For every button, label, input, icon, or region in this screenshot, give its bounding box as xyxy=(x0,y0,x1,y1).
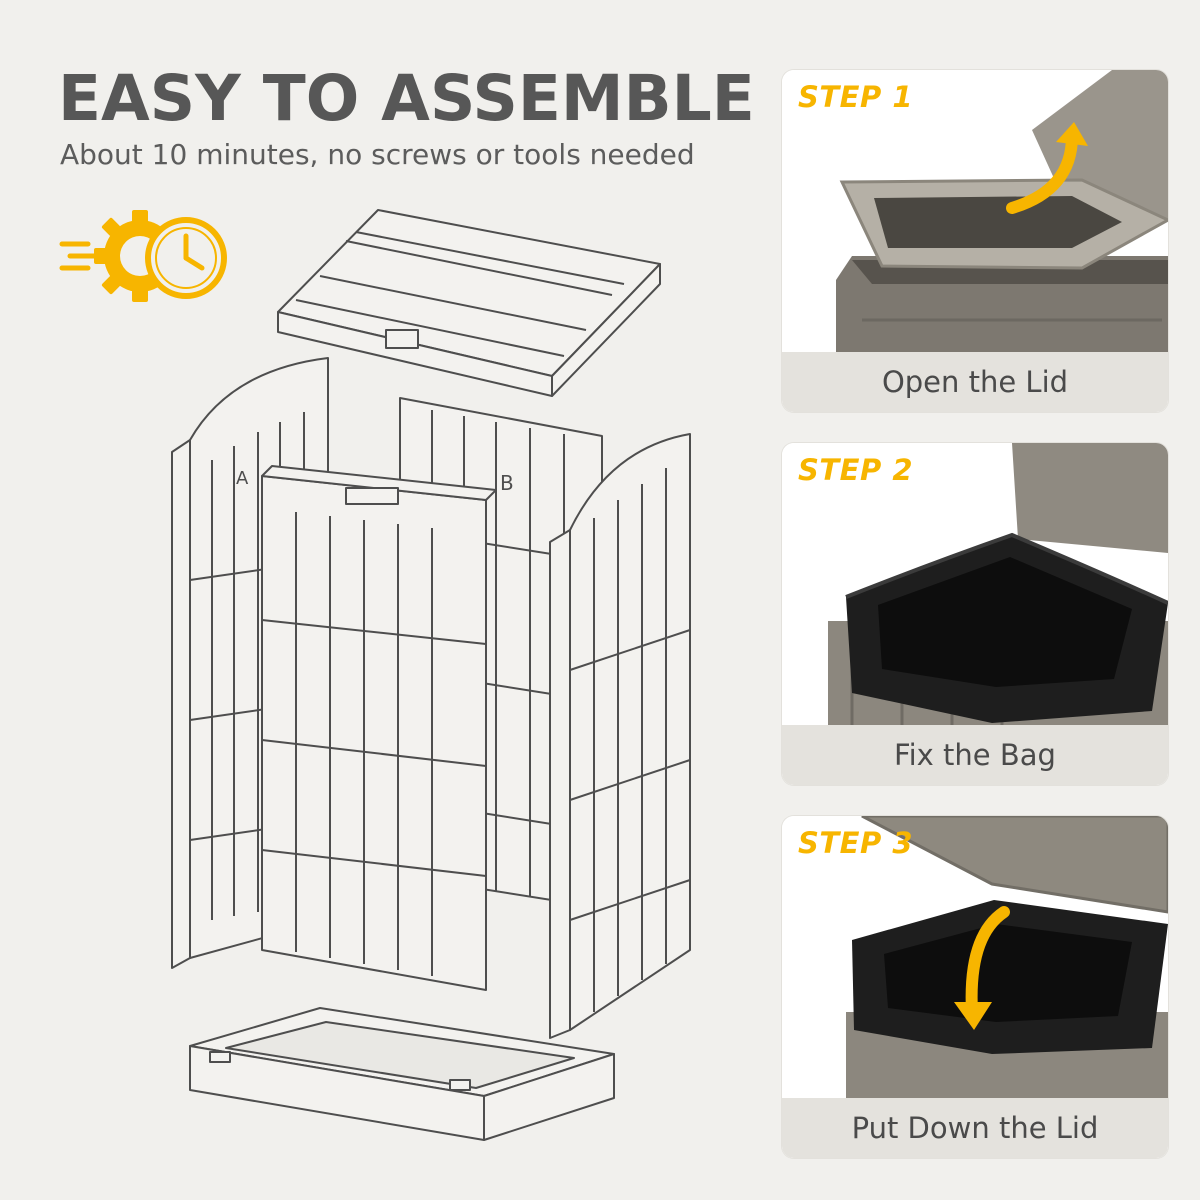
panel-letter-b: B xyxy=(500,471,514,495)
side-panel-right xyxy=(549,433,691,1039)
step-caption-bar: Put Down the Lid xyxy=(782,1098,1168,1158)
lid-drawing xyxy=(277,209,661,397)
base-tray xyxy=(189,1007,615,1141)
page-subtitle: About 10 minutes, no screws or tools nee… xyxy=(60,138,695,171)
step-card-1: STEP 1 Open the Lid xyxy=(782,70,1168,412)
step-caption-bar: Open the Lid xyxy=(782,352,1168,412)
front-door-panel xyxy=(261,465,497,991)
step-label: STEP 2 xyxy=(798,453,914,487)
step-caption: Put Down the Lid xyxy=(851,1111,1099,1145)
step-caption-bar: Fix the Bag xyxy=(782,725,1168,785)
curved-arrow-down-icon xyxy=(965,906,1010,1018)
speed-lines-icon xyxy=(59,241,97,271)
step-card-3: STEP 3 Put Down the Lid xyxy=(782,816,1168,1158)
quick-assembly-badge xyxy=(59,210,227,302)
step-card-2: STEP 2 Fix the Bag xyxy=(782,443,1168,785)
exploded-assembly-diagram: A B xyxy=(171,209,691,1141)
step-label: STEP 3 xyxy=(798,826,914,860)
panel-letter-a: A xyxy=(236,468,249,489)
step-caption: Open the Lid xyxy=(881,365,1069,399)
curved-arrow-up-icon xyxy=(1006,130,1078,214)
step-caption: Fix the Bag xyxy=(894,738,1056,772)
clock-icon xyxy=(145,217,227,299)
page-title: EASY TO ASSEMBLE xyxy=(58,62,755,135)
step-label: STEP 1 xyxy=(798,80,914,114)
